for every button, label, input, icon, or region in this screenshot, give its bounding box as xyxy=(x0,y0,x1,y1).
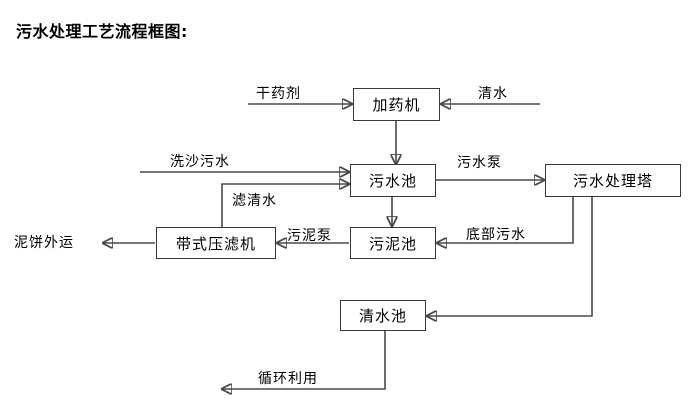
node-clean-water-pool[interactable]: 清水池 xyxy=(340,300,426,331)
node-sludge-pool[interactable]: 污泥池 xyxy=(350,227,436,259)
node-treatment-tower[interactable]: 污水处理塔 xyxy=(545,164,681,197)
node-dosing-machine[interactable]: 加药机 xyxy=(353,88,440,121)
node-treatment-tower-label: 污水处理塔 xyxy=(572,172,653,190)
label-dry-chemical: 干药剂 xyxy=(256,86,301,102)
node-wastewater-pool[interactable]: 污水池 xyxy=(350,164,436,197)
node-dosing-machine-label: 加药机 xyxy=(372,96,421,114)
wire-filtered-water xyxy=(221,184,349,227)
label-filtered-clean-water: 滤清水 xyxy=(232,193,277,209)
node-sludge-pool-label: 污泥池 xyxy=(368,234,417,253)
node-belt-filter-press-label: 带式压滤机 xyxy=(175,234,256,253)
wire-tower-to-clean-pool xyxy=(427,196,593,316)
node-belt-filter-press[interactable]: 带式压滤机 xyxy=(156,227,276,259)
page-title: 污水处理工艺流程框图: xyxy=(16,22,188,41)
wire-recycle-use xyxy=(222,331,386,389)
label-bottom-sewage: 底部污水 xyxy=(466,227,526,243)
node-wastewater-pool-label: 污水池 xyxy=(368,172,417,190)
label-sludge-pump: 污泥泵 xyxy=(287,228,332,244)
node-clean-water-pool-label: 清水池 xyxy=(358,307,407,325)
label-sand-wash-wastewater: 洗沙污水 xyxy=(170,154,230,170)
label-wastewater-pump: 污水泵 xyxy=(457,155,502,171)
label-recycle-use: 循环利用 xyxy=(258,371,318,387)
label-mud-cake-out: 泥饼外运 xyxy=(14,235,74,251)
wire-bottom-sewage xyxy=(437,196,574,243)
label-clean-water-in: 清水 xyxy=(478,86,508,102)
